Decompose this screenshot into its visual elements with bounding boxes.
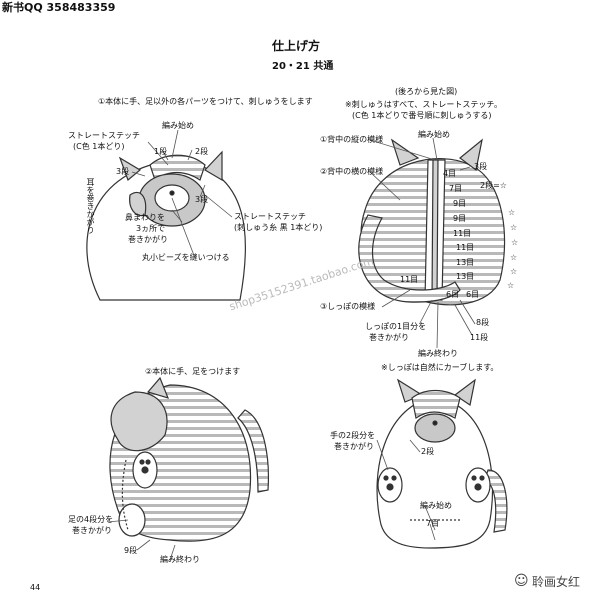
figure-4-cat-front <box>376 378 508 549</box>
svg-text:☆: ☆ <box>511 238 518 247</box>
stitch-count: 7目 <box>449 184 463 193</box>
wechat-icon: ☺ <box>514 573 529 589</box>
back-view-heading: (後ろから見た図) <box>395 87 458 96</box>
nose-wrap-label: 巻きかがり <box>128 235 168 244</box>
row-label: 3段 <box>474 162 488 171</box>
stitch-count: 11目 <box>400 275 419 284</box>
tail-pattern-label: ③しっぽの模様 <box>320 302 376 311</box>
back-view-note: (C色 1本どりで番号順に刺しゅうする) <box>352 111 492 120</box>
hand-wrap-label: 巻きかがり <box>334 442 374 451</box>
page-subtitle: 20・21 共通 <box>272 61 334 72</box>
figure-3-cat-side <box>109 376 269 542</box>
corner-logo: 聆画女红 <box>532 575 581 589</box>
figure-1-cat-head <box>86 150 247 301</box>
stitch-count: 11目 <box>456 243 475 252</box>
stitch-count: 9目 <box>453 199 467 208</box>
step2-heading: ②本体に手、足をつけます <box>145 367 241 376</box>
row-label: 2段 <box>195 147 209 156</box>
end-label: 編み終わり <box>160 555 200 564</box>
straight-stitch-c-label: ストレートステッチ <box>68 131 140 140</box>
svg-text:☆: ☆ <box>510 223 517 232</box>
step1-heading: ①本体に手、足以外の各パーツをつけて、刺しゅうをします <box>98 97 313 106</box>
start-label: 編み始め <box>420 501 452 510</box>
row-label: 3段 <box>116 167 130 176</box>
straight-stitch-black-label: ストレートステッチ <box>234 212 306 221</box>
straight-stitch-c-detail: (C色 1本どり) <box>73 142 125 151</box>
foot-wrap-label: 巻きかがり <box>72 526 112 535</box>
stitch-count: 9目 <box>453 214 467 223</box>
stitch-count: 7目 <box>426 519 440 528</box>
stitch-count: 6目 <box>446 290 460 299</box>
stitch-count: 13目 <box>456 272 475 281</box>
svg-text:☆: ☆ <box>510 267 517 276</box>
foot-wrap-label: 足の4段分を <box>68 515 114 524</box>
stitch-count: 11目 <box>453 229 472 238</box>
front-view-note: ※しっぽは自然にカーブします。 <box>381 363 499 372</box>
page-title: 仕上げ方 <box>272 39 321 53</box>
row-label: 3段 <box>195 195 209 204</box>
stitch-count: 6目 <box>466 290 480 299</box>
nose-wrap-label: 3ヵ所で <box>136 224 166 233</box>
back-vertical-label: ①背中の縦の模様 <box>320 135 384 144</box>
bead-label: 丸小ビーズを縫いつける <box>142 253 230 262</box>
row-star-label: 2段=☆ <box>480 181 507 190</box>
row-label: 2段 <box>421 447 435 456</box>
back-view-note: ※刺しゅうはすべて、ストレートステッチ。 <box>345 100 503 109</box>
back-horizontal-label: ②背中の横の模様 <box>320 167 384 176</box>
straight-stitch-black-detail: (刺しゅう糸 黒 1本どり) <box>234 223 323 232</box>
row-label: 8段 <box>476 318 490 327</box>
start-label: 編み始め <box>162 121 194 130</box>
figure-2-cat-back: ☆ ☆ ☆ ☆ ☆ ☆ <box>358 138 518 306</box>
svg-text:☆: ☆ <box>510 253 517 262</box>
row-label: 11段 <box>470 333 489 342</box>
stitch-count: 4目 <box>443 169 457 178</box>
tail-wrap-label: しっぽの1目分を <box>365 322 427 331</box>
start-label: 編み始め <box>418 130 450 139</box>
svg-text:☆: ☆ <box>507 281 514 290</box>
nose-wrap-label: 鼻まわりを <box>125 213 165 222</box>
svg-text:☆: ☆ <box>508 208 515 217</box>
source-tag: 新书QQ 358483359 <box>2 1 116 14</box>
stitch-count: 13目 <box>456 258 475 267</box>
hand-wrap-label: 手の2段分を <box>330 431 376 440</box>
ears-label: 耳を巻きかがり <box>86 178 95 234</box>
leader-lines <box>107 129 476 561</box>
row-label: 1段 <box>154 147 168 156</box>
end-label: 編み終わり <box>418 349 458 358</box>
row-label: 9段 <box>124 546 138 555</box>
page-number: 44 <box>30 583 41 592</box>
tail-wrap-label: 巻きかがり <box>369 333 409 342</box>
